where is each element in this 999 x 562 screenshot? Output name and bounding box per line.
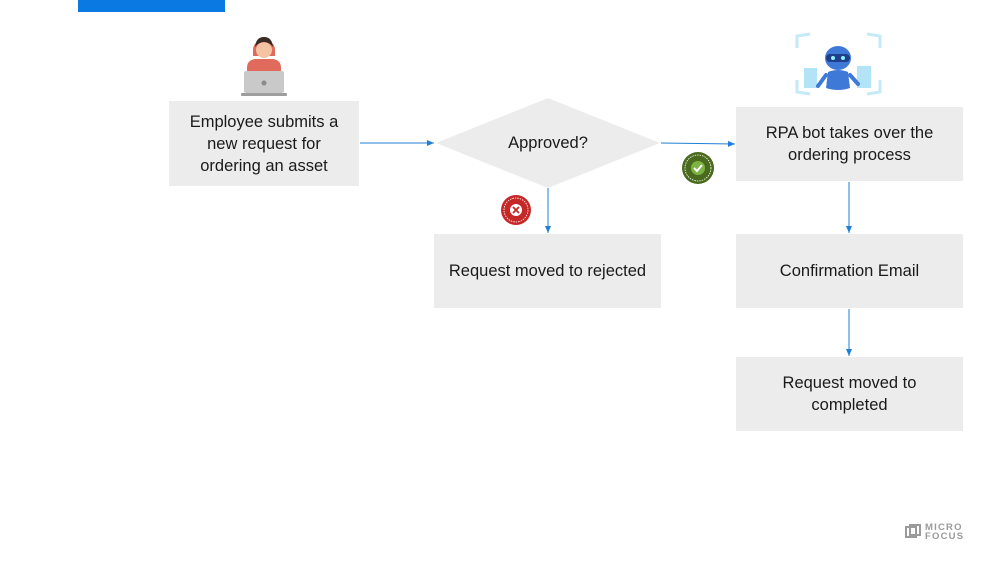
node-completed-label: Request moved to completed [782, 374, 917, 414]
node-completed: Request moved to completed [736, 357, 963, 431]
node-submit-label: Employee submits a new request for order… [189, 112, 339, 175]
node-rejected: Request moved to rejected [434, 234, 661, 308]
rejected-stamp-icon [501, 195, 531, 225]
micro-focus-logo-mark [905, 524, 921, 538]
micro-focus-logo: MICRO FOCUS [905, 523, 964, 541]
micro-focus-logo-text: MICRO FOCUS [925, 522, 965, 542]
decision-diamond [436, 98, 660, 188]
arrow-decision-to-rpa [660, 140, 736, 147]
node-rejected-label: Request moved to rejected [448, 262, 647, 280]
node-confirmation-email: Confirmation Email [736, 234, 963, 308]
node-rpa-bot: RPA bot takes over the ordering process [736, 107, 963, 181]
employee-laptop-icon [241, 37, 287, 96]
robot-icon [795, 32, 882, 96]
approved-stamp-icon [682, 152, 714, 184]
node-rpa-label: RPA bot takes over the ordering process [765, 124, 934, 164]
header-accent-bar [78, 0, 225, 12]
decision-label: Approved? [508, 134, 588, 152]
node-submit-request: Employee submits a new request for order… [169, 101, 359, 186]
node-email-label: Confirmation Email [779, 262, 920, 280]
